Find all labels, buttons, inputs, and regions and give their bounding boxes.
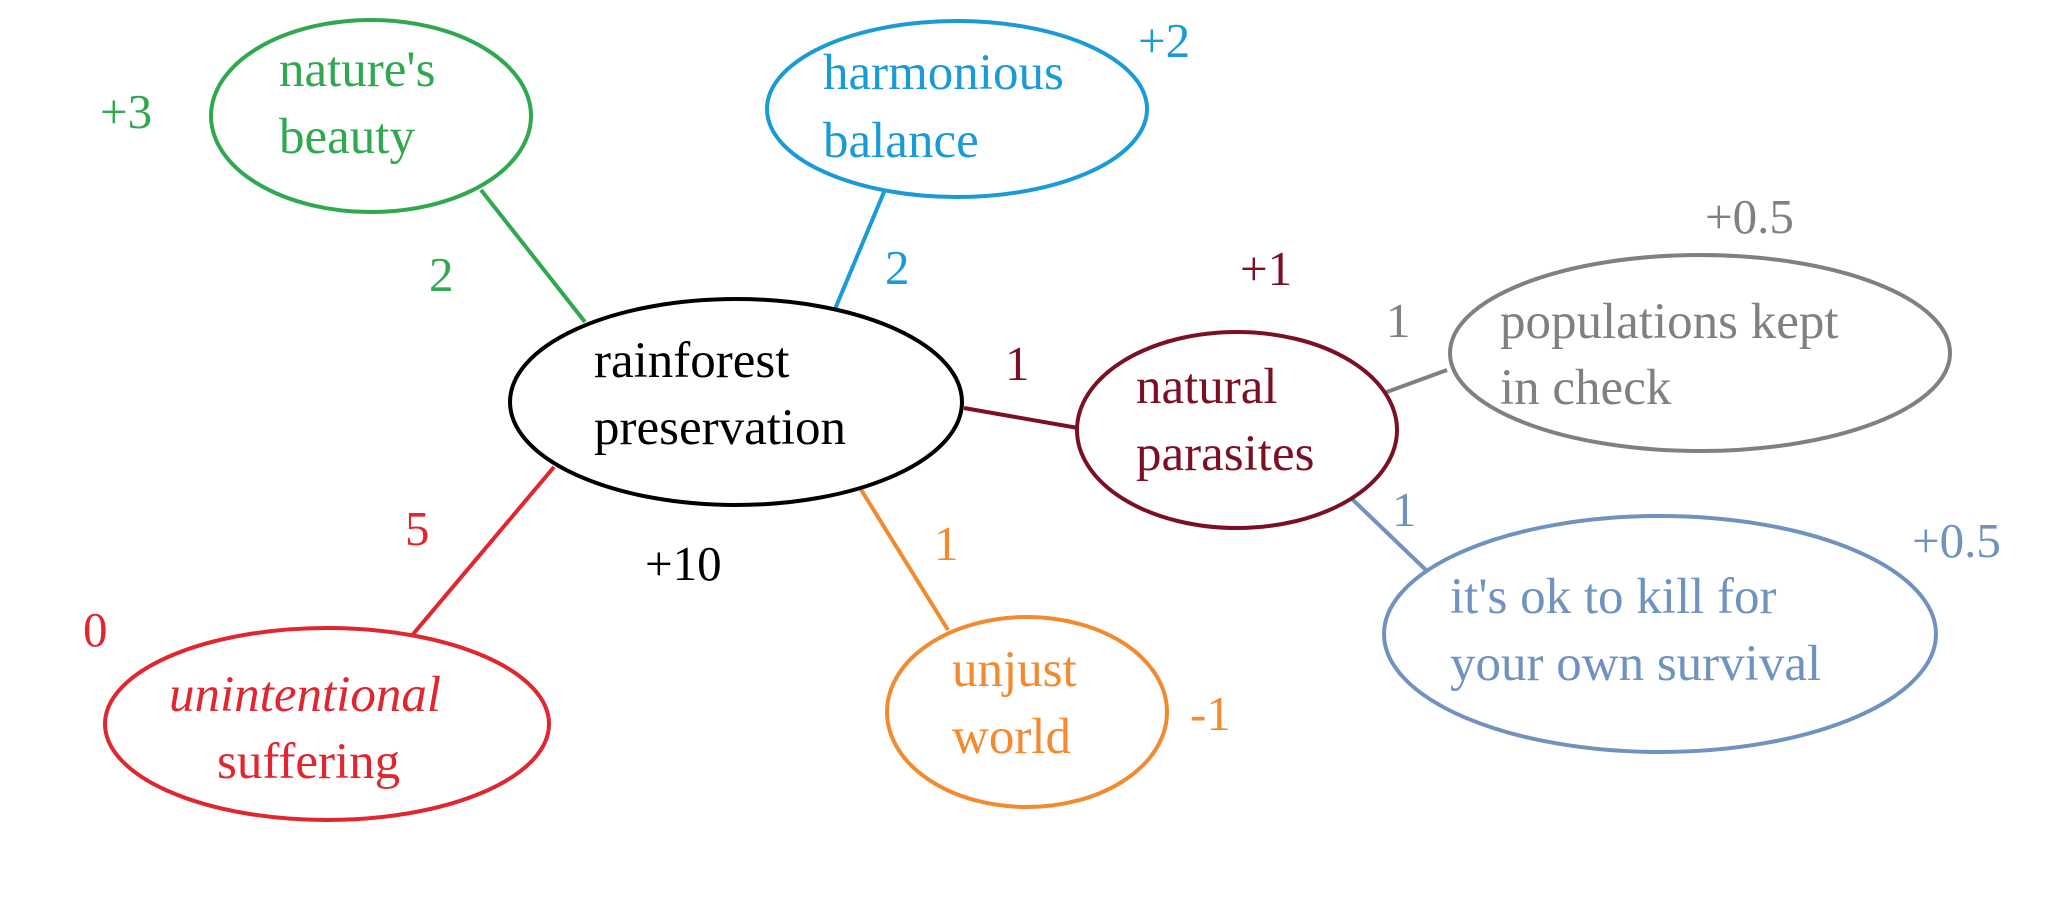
node-check-value: +0.5 <box>1705 189 1794 244</box>
edge-balance-weight: 2 <box>885 240 910 295</box>
node-check-label-1: populations kept <box>1500 294 1839 350</box>
node-balance-label-1: harmonious <box>823 45 1064 101</box>
node-center-label-1: rainforest <box>594 333 789 389</box>
edge-survival-weight: 1 <box>1392 482 1417 537</box>
edge-parasites-check <box>1383 368 1448 395</box>
node-survival-label-1: it's ok to kill for <box>1450 569 1777 625</box>
node-beauty-label-2: beauty <box>279 109 415 165</box>
node-beauty-value: +3 <box>100 84 152 139</box>
node-suffering-value: 0 <box>83 602 108 657</box>
node-parasites-label-2: parasites <box>1136 426 1314 482</box>
node-parasites-label-1: natural <box>1136 359 1278 415</box>
node-center-value: +10 <box>645 536 722 591</box>
node-center-label-2: preservation <box>594 400 846 456</box>
node-balance-value: +2 <box>1138 13 1190 68</box>
edge-center-parasites <box>963 406 1079 430</box>
edge-check-weight: 1 <box>1386 293 1411 348</box>
edge-center-beauty <box>479 188 587 324</box>
node-balance-label-2: balance <box>823 113 979 169</box>
edge-center-suffering <box>407 465 556 641</box>
node-suffering-ellipse <box>103 626 551 822</box>
node-unjust-label-2: world <box>952 709 1071 765</box>
node-suffering-label-1: unintentional <box>169 667 441 723</box>
edge-center-balance <box>833 191 886 310</box>
node-unjust-label-1: unjust <box>952 642 1077 698</box>
node-parasites-value: +1 <box>1240 241 1292 296</box>
node-parasites-ellipse <box>1075 330 1399 530</box>
node-check-label-2: in check <box>1500 360 1672 416</box>
edge-parasites-weight: 1 <box>1005 336 1030 391</box>
node-beauty-label-1: nature's <box>279 42 435 98</box>
node-suffering-label-2: suffering <box>217 734 400 790</box>
node-unjust-ellipse <box>885 615 1169 809</box>
node-center-ellipse <box>508 297 964 507</box>
edge-parasites-survival <box>1350 497 1431 575</box>
node-unjust-value: -1 <box>1190 686 1231 741</box>
node-survival-value: +0.5 <box>1912 513 2001 568</box>
edge-unjust-weight: 1 <box>934 516 959 571</box>
node-beauty-ellipse <box>209 18 533 214</box>
node-check-ellipse <box>1448 253 1952 453</box>
edge-center-unjust <box>858 486 950 632</box>
edge-beauty-weight: 2 <box>429 247 454 302</box>
node-survival-ellipse <box>1382 514 1938 754</box>
node-balance-ellipse <box>765 19 1149 199</box>
edge-suffering-weight: 5 <box>405 501 430 556</box>
node-survival-label-2: your own survival <box>1450 636 1821 692</box>
